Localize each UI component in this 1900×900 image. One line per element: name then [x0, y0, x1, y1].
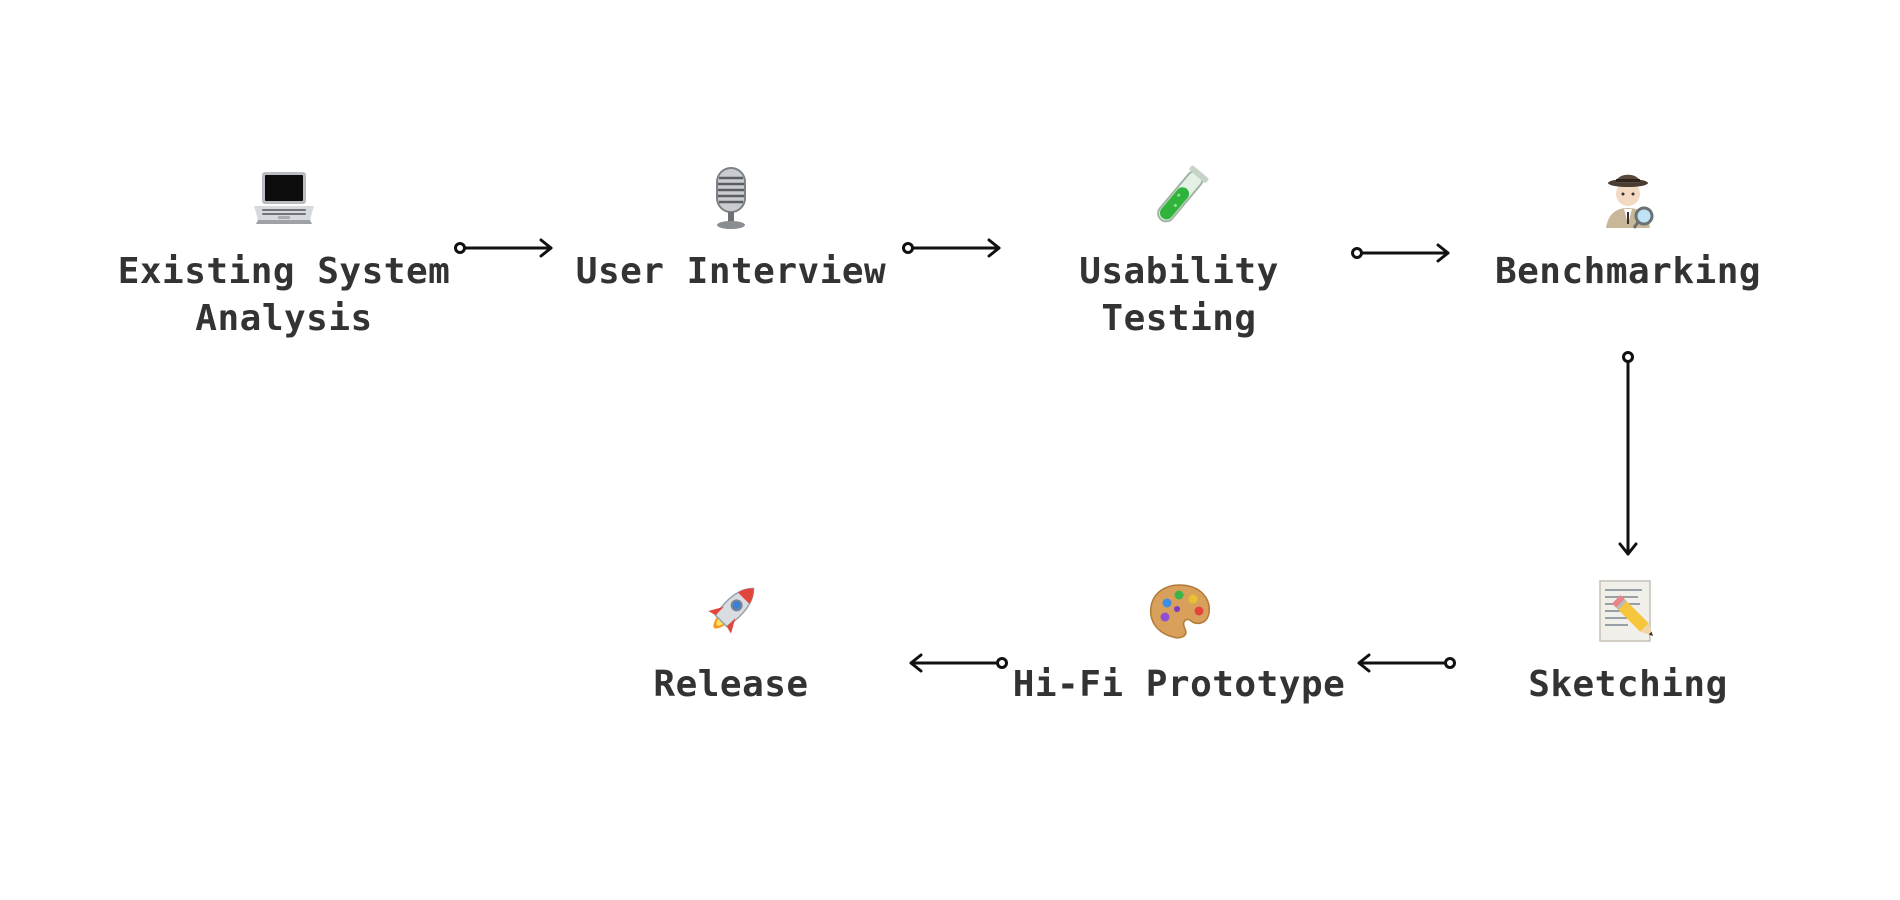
step-label: Hi-Fi Prototype	[1012, 664, 1346, 705]
laptop-icon	[254, 172, 314, 224]
step-usability-testing: Usability Testing	[999, 162, 1359, 342]
step-benchmarking: Benchmarking	[1448, 162, 1808, 295]
step-existing-system-analysis: Existing System Analysis	[104, 162, 464, 342]
step-label: User Interview	[575, 251, 887, 292]
arrow-connector-left	[1357, 653, 1456, 673]
test-tube-icon	[1157, 165, 1209, 223]
palette-icon	[1149, 584, 1210, 639]
step-label: Release	[653, 664, 809, 705]
step-label: Usability Testing	[1079, 251, 1279, 339]
step-hi-fi-prototype: Hi-Fi Prototype	[999, 575, 1359, 708]
step-label: Sketching	[1528, 664, 1728, 705]
memo-pencil-icon	[1599, 580, 1653, 642]
arrow-connector-right	[1351, 243, 1450, 263]
arrow-connector-right	[454, 238, 553, 258]
microphone-icon	[716, 167, 746, 229]
step-label: Benchmarking	[1494, 251, 1762, 292]
step-label: Existing System Analysis	[117, 251, 451, 339]
detective-icon	[1606, 174, 1654, 229]
arrow-connector-right	[902, 238, 1001, 258]
step-release: Release	[551, 575, 911, 708]
step-user-interview: User Interview	[551, 162, 911, 295]
step-sketching: Sketching	[1448, 575, 1808, 708]
arrow-connector-down	[1618, 351, 1638, 556]
rocket-icon	[708, 587, 755, 634]
arrow-connector-left	[909, 653, 1008, 673]
